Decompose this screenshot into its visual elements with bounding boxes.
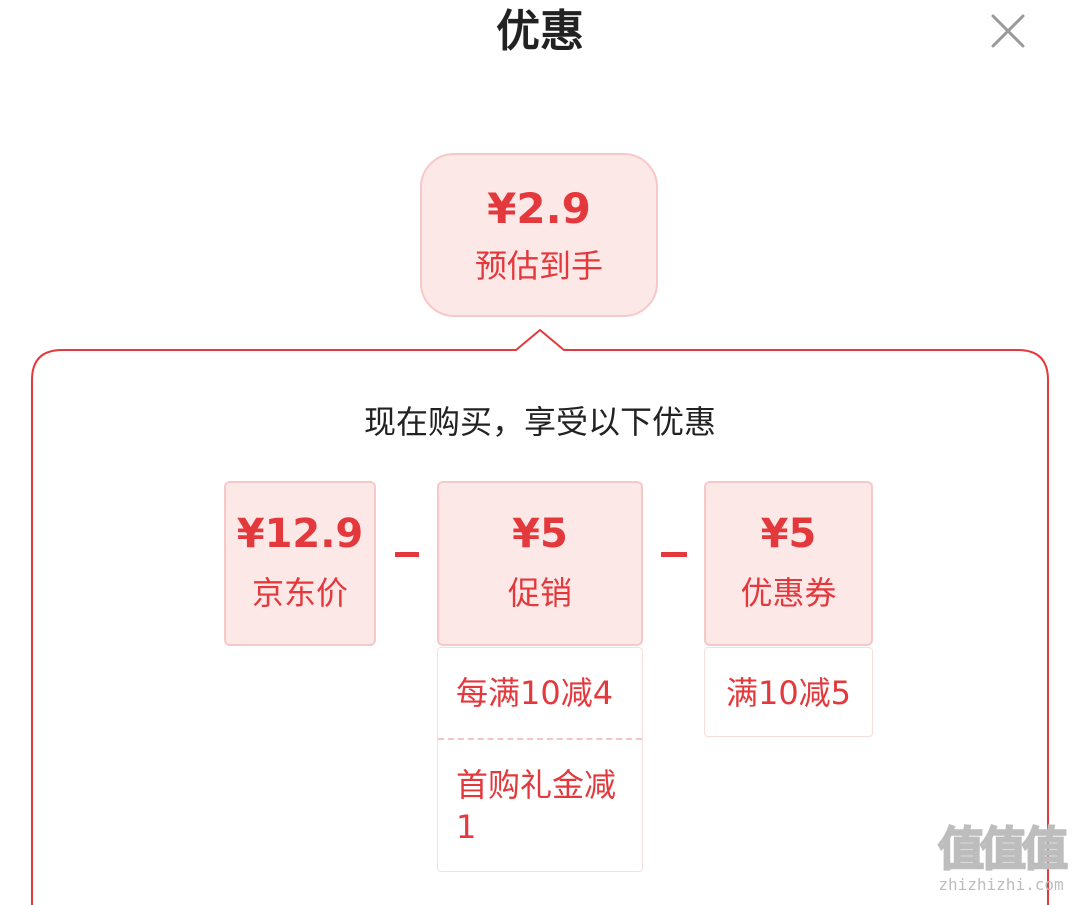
coupon-card: ¥5 优惠券	[704, 481, 873, 646]
coupon-rule-item: 满10减5	[725, 674, 852, 712]
coupon-label: 优惠券	[740, 574, 837, 612]
jd-price-card: ¥12.9 京东价	[224, 481, 376, 646]
watermark-domain: zhizhizhi.com	[938, 875, 1064, 894]
promotion-card: ¥5 促销	[437, 481, 643, 646]
estimated-price: ¥2.9	[487, 184, 591, 233]
promotion-rule-item: 每满10减4	[456, 674, 614, 712]
promotion-label: 促销	[507, 574, 572, 612]
close-icon[interactable]	[985, 8, 1031, 54]
panel-headline: 现在购买，享受以下优惠	[363, 403, 716, 441]
watermark-logo: 值值值	[937, 821, 1069, 877]
promotion-value: ¥5	[512, 511, 568, 557]
close-button[interactable]	[985, 8, 1031, 54]
minus-sign	[395, 552, 419, 557]
promotion-rules-list: 每满10减4 首购礼金减1	[437, 647, 643, 872]
minus-sign	[661, 552, 687, 557]
jd-price-value: ¥12.9	[236, 511, 364, 557]
watermark: 值值值 zhizhizhi.com	[926, 821, 1076, 894]
jd-price-label: 京东价	[251, 574, 348, 612]
promotion-rule-item: 首购礼金减1	[456, 766, 617, 846]
discount-panel-outline	[31, 328, 1049, 905]
coupon-rules-list: 满10减5	[704, 647, 873, 737]
estimated-price-label: 预估到手	[474, 247, 603, 285]
page-title: 优惠	[496, 6, 584, 57]
estimated-price-badge: ¥2.9 预估到手	[420, 153, 658, 317]
rule-divider	[438, 738, 642, 740]
coupon-value: ¥5	[760, 511, 817, 557]
